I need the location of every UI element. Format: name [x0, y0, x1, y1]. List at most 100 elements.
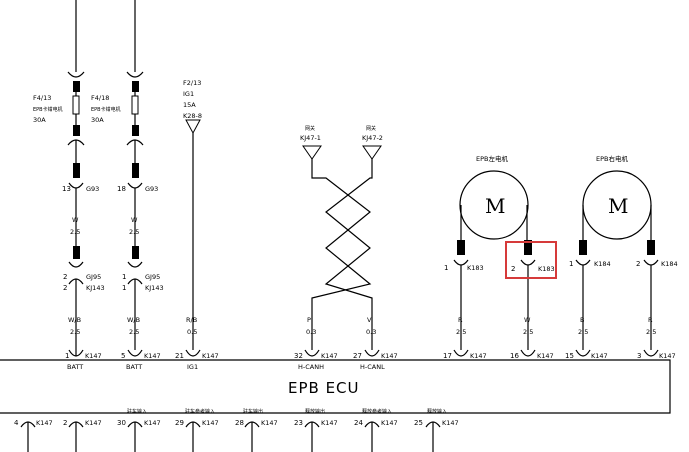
- fuse-rating: 30A: [91, 116, 104, 124]
- fuse-rating: 15A: [183, 101, 196, 109]
- svg-text:21: 21: [175, 352, 184, 360]
- svg-text:25: 25: [414, 419, 423, 427]
- svg-text:17: 17: [443, 352, 452, 360]
- svg-text:K147: K147: [659, 352, 676, 360]
- gateway-title: 网关: [366, 125, 376, 132]
- svg-text:K147: K147: [321, 352, 338, 360]
- fuse-ref: F4/13: [33, 94, 51, 102]
- wire-color: R: [458, 316, 463, 324]
- ecu-pin-bottom: 驻车参考输入 29 K147: [175, 408, 219, 452]
- motor-letter: M: [608, 194, 628, 218]
- svg-text:K147: K147: [202, 419, 219, 427]
- pin-label: H-CANL: [360, 363, 385, 371]
- pin-label: 释放参考输入: [362, 408, 392, 415]
- svg-text:K147: K147: [537, 352, 554, 360]
- pin-label: BATT: [126, 363, 142, 371]
- ecu-pin-top: 32 K147 H-CANH: [294, 349, 338, 371]
- svg-text:1: 1: [65, 352, 69, 360]
- terminal: [132, 163, 139, 178]
- svg-text:27: 27: [353, 352, 362, 360]
- ecu-pin-bottom: 释放输出 23 K147: [294, 408, 338, 452]
- gateway-title: 网关: [305, 125, 315, 132]
- ecu-pin-bottom: 释放输入 25 K147: [414, 408, 459, 452]
- wire-color: W: [524, 316, 531, 324]
- ecu-title: EPB ECU: [288, 379, 360, 397]
- fuse-symbol: [72, 95, 80, 115]
- can-low-wire: [324, 159, 373, 350]
- can-bus: 网关 KJ47-1 网关 KJ47-2 P 0.3 V 0.3: [300, 125, 383, 350]
- ecu-pin-top: 16 K147: [510, 349, 554, 360]
- svg-text:24: 24: [354, 419, 363, 427]
- wire-color: W: [131, 216, 138, 224]
- fuse-name: EPB卡钳电机: [33, 106, 63, 113]
- ecu-pin-bottom: 2 K147: [63, 419, 102, 452]
- pin-label: BATT: [67, 363, 83, 371]
- wire-size: 2.5: [129, 328, 139, 336]
- pin-label: IG1: [187, 363, 198, 371]
- wire-size: 2.5: [646, 328, 656, 336]
- epb-ecu: EPB ECU: [0, 359, 671, 414]
- pin-label: 驻车输入: [127, 408, 147, 415]
- gateway-triangle-symbol: [362, 145, 382, 160]
- svg-text:32: 32: [294, 352, 303, 360]
- connector-arc: [67, 71, 85, 78]
- svg-text:K147: K147: [85, 419, 102, 427]
- pin-label: H-CANH: [298, 363, 324, 371]
- wire-color: R: [648, 316, 653, 324]
- ground-triangle-symbol: [185, 119, 201, 135]
- connector-arc: [520, 259, 536, 266]
- ecu-pin-bottom: 4 K147: [14, 419, 53, 452]
- svg-text:3: 3: [637, 352, 641, 360]
- connector-id: GJ95: [145, 273, 160, 281]
- connector-id: K183: [538, 265, 555, 273]
- ecu-bottom-pins: 4 K147 2 K147 驻车输入 30 K147 驻车参考输入 29 K14…: [14, 408, 459, 452]
- ecu-pin-top: 27 K147 H-CANL: [353, 349, 398, 371]
- wire-size: 0.3: [306, 328, 316, 336]
- ecu-pin-bottom: 驻车输入 30 K147: [117, 408, 161, 452]
- ecu-box: [0, 359, 671, 414]
- svg-text:K147: K147: [144, 352, 161, 360]
- connector-id: KJ143: [145, 284, 164, 292]
- pin-number: 1: [122, 284, 126, 292]
- svg-text:5: 5: [121, 352, 125, 360]
- pin-label: 释放输出: [305, 408, 325, 415]
- svg-text:23: 23: [294, 419, 303, 427]
- wire-size: 0.3: [366, 328, 376, 336]
- wire-size: 2.5: [129, 228, 139, 236]
- terminal: [73, 246, 80, 259]
- pin-label: 驻车输出: [243, 408, 263, 415]
- wire-color: B: [580, 316, 584, 324]
- pin-number: 1: [122, 273, 126, 281]
- svg-text:K147: K147: [381, 352, 398, 360]
- highlight-box: [505, 241, 557, 279]
- connector-id: G93: [145, 185, 158, 193]
- svg-text:4: 4: [14, 419, 19, 427]
- terminal: [457, 240, 465, 255]
- pin-number: 1: [569, 260, 573, 268]
- terminal: [524, 240, 532, 255]
- circuit-batt-1: F4/13 EPB卡钳电机 30A 13 G93 W 2.5 2 GJ95 2 …: [33, 0, 105, 350]
- wire-size: 2.5: [70, 228, 80, 236]
- svg-text:K147: K147: [442, 419, 459, 427]
- pin-number: 13: [62, 185, 71, 193]
- connector-id: KJ143: [86, 284, 105, 292]
- motor-symbol: [459, 170, 529, 240]
- wire-size: 2.5: [70, 328, 80, 336]
- motor-title: EPB右电机: [596, 154, 628, 163]
- wire-size: 2.5: [456, 328, 466, 336]
- wire-size: 2.5: [578, 328, 588, 336]
- ecu-pin-top: 15 K147: [565, 349, 608, 360]
- wire-size: 2.5: [523, 328, 533, 336]
- fuse-name: EPB卡钳电机: [91, 106, 121, 113]
- svg-text:K147: K147: [85, 352, 102, 360]
- ecu-pin-top: 17 K147: [443, 349, 487, 360]
- svg-text:15: 15: [565, 352, 574, 360]
- motor-letter: M: [485, 194, 505, 218]
- fuse-ref: F4/18: [91, 94, 109, 102]
- connector-id: K183: [467, 264, 484, 272]
- svg-text:16: 16: [510, 352, 519, 360]
- pin-label: 释放输入: [427, 408, 447, 415]
- svg-text:K147: K147: [381, 419, 398, 427]
- fuse-circuit: IG1: [183, 90, 194, 98]
